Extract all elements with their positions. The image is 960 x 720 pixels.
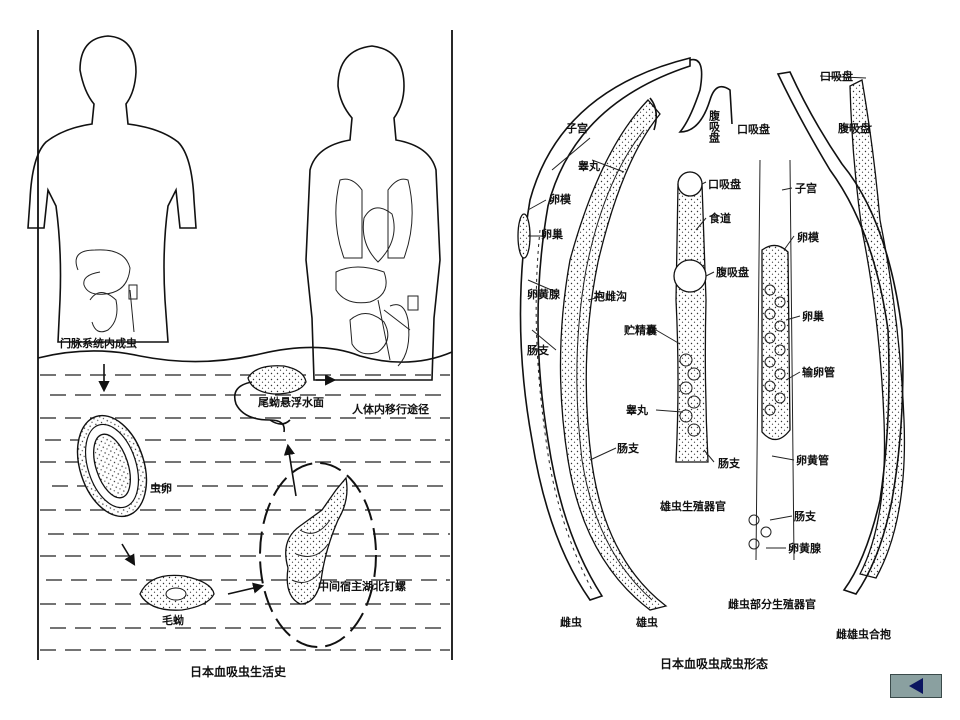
label-migration: 人体内移行途径	[352, 402, 429, 416]
egg-illustration	[76, 414, 148, 518]
female-repro-caption: 雌虫部分生殖器官	[728, 597, 816, 611]
label-testis: 睾丸	[578, 159, 601, 173]
female-caption: 雌虫	[560, 615, 582, 629]
snail-host	[259, 462, 377, 648]
cercaria-illustration	[233, 365, 307, 433]
human-figure-left	[27, 35, 197, 343]
label-oral-sucker-pair: 口吸盘	[820, 69, 853, 83]
label-miracidium: 毛蚴	[162, 613, 184, 627]
miracidium-illustration	[139, 574, 215, 611]
label-vitelline-gland-2: 卵黄腺	[788, 541, 822, 555]
label-oviduct: 输卵管	[802, 365, 835, 379]
label-gynecophoral-canal: 抱雌沟	[594, 289, 627, 303]
human-figure-right	[305, 45, 441, 381]
label-ventral-sucker: 腹吸盘	[716, 265, 749, 279]
label-uterus-2: 子宫	[795, 181, 817, 195]
male-caption: 雄虫	[635, 615, 658, 629]
label-ootype: 卵模	[549, 192, 572, 206]
label-seminal-vesicle: 贮精囊	[623, 323, 658, 337]
male-worm	[559, 58, 733, 611]
leader-lines	[527, 75, 873, 549]
morphology-panel: 子宫 卵模 卵巢 卵黄腺 肠支 睾丸 抱雌沟 肠支 腹吸盘 口吸盘 口吸盘 食道…	[517, 56, 906, 671]
label-intestinal-branch-male2: 肠支	[718, 456, 741, 470]
male-repro-caption: 雄虫生殖器官	[659, 499, 726, 513]
label-vitelline-gland: 卵黄腺	[527, 287, 561, 301]
label-oral-sucker-top: 口吸盘	[737, 122, 770, 136]
female-worm	[517, 56, 691, 601]
label-vitelline-duct: 卵黄管	[796, 453, 829, 467]
back-button[interactable]	[890, 674, 942, 698]
label-intestinal-branch-female: 肠支	[794, 509, 817, 523]
label-ootype-2: 卵模	[797, 230, 820, 244]
paired-worms	[776, 71, 906, 595]
cycle-arrows	[98, 364, 337, 595]
label-uterus: 子宫	[566, 121, 588, 135]
label-egg: 虫卵	[150, 481, 172, 495]
pair-caption: 雌雄虫合抱	[836, 627, 891, 641]
label-ventral-sucker-vertical: 腹吸盘	[708, 109, 721, 143]
label-oral-sucker: 口吸盘	[708, 177, 741, 191]
morphology-caption: 日本血吸虫成虫形态	[660, 656, 768, 671]
label-ovary: 卵巢	[541, 227, 564, 241]
life-cycle-caption: 日本血吸虫生活史	[190, 664, 287, 679]
female-repro-closeup	[748, 159, 795, 561]
label-intestinal-branch-male: 肠支	[617, 441, 640, 455]
label-testis-male: 睾丸	[626, 403, 649, 417]
male-repro-closeup	[673, 171, 709, 463]
label-ovary-2: 卵巢	[802, 309, 825, 323]
label-ventral-sucker-pair: 腹吸盘	[838, 121, 871, 135]
label-snail: 中间宿主湖北钉螺	[318, 579, 406, 593]
water-area	[37, 346, 453, 651]
label-adult-in-portal: 门脉系统内成虫	[60, 336, 137, 350]
label-cercaria: 尾蚴悬浮水面	[257, 395, 324, 409]
life-cycle-panel: 门脉系统内成虫 人体内移行途径 虫卵 毛蚴	[27, 30, 453, 679]
label-intestinal-branch: 肠支	[527, 343, 550, 357]
label-esophagus: 食道	[709, 211, 731, 225]
triangle-left-icon	[909, 678, 923, 694]
